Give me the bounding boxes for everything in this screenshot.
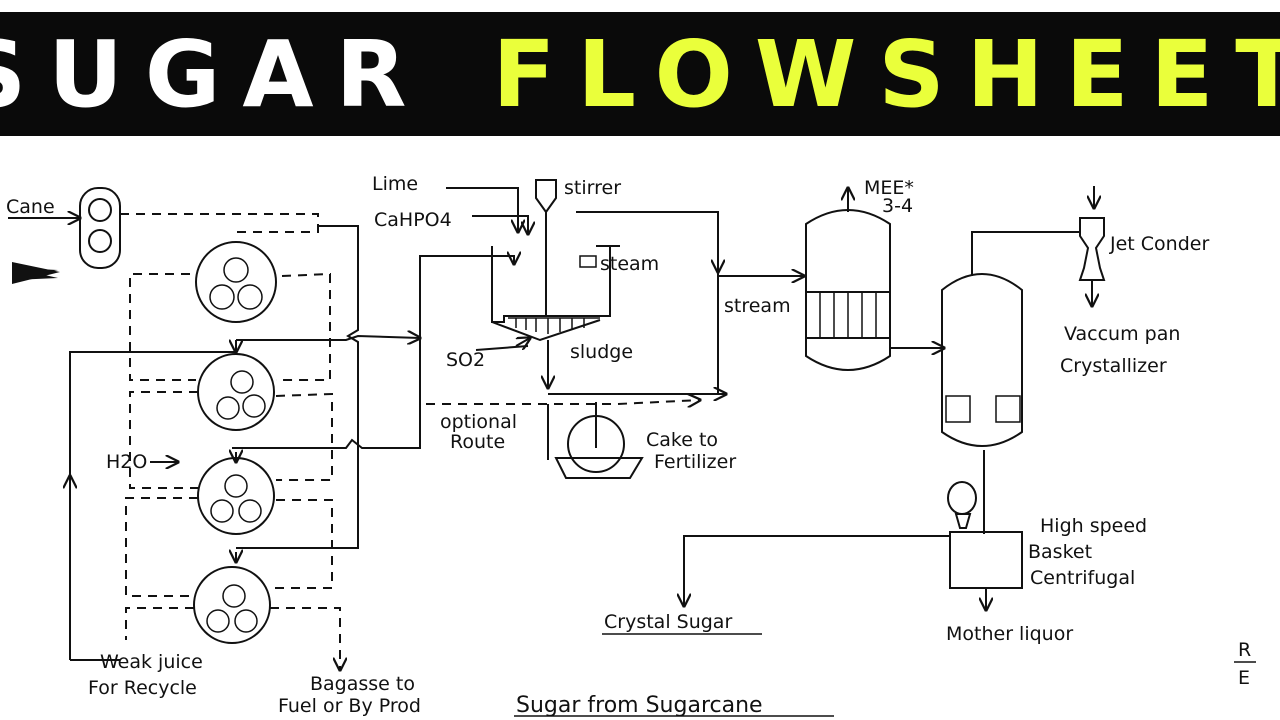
stream-label: stream: [724, 295, 791, 317]
title-word-flowsheet: FLOWSHEET: [492, 20, 1280, 128]
bagasse-label: Bagasse to: [310, 673, 415, 695]
stirrer-label: stirrer: [564, 177, 621, 199]
basket-centrifuge: High speed Basket Centrifugal Mother liq…: [602, 450, 1147, 645]
fertilizer-label: Fertilizer: [654, 451, 736, 473]
jet-condenser: Jet Conder Vaccum pan Crystallizer: [1060, 186, 1209, 377]
cake-label: Cake to: [646, 429, 718, 451]
crystal-sugar-label: Crystal Sugar: [604, 611, 732, 633]
mill-3: [197, 457, 275, 535]
mill-1: [195, 241, 277, 323]
sludge-label: sludge: [570, 341, 633, 363]
vacuum-pan: [941, 231, 1080, 447]
cane-crusher: [79, 187, 121, 269]
cane-label: Cane: [6, 196, 55, 218]
jet-condenser-label: Jet Conder: [1109, 233, 1209, 255]
rotary-filter: Cake to Fertilizer: [547, 402, 736, 479]
crystallizer-label: Crystallizer: [1060, 355, 1167, 377]
vacuum-pan-label: Vaccum pan: [1064, 323, 1180, 345]
mother-liquor-label: Mother liquor: [946, 623, 1073, 645]
cahpo4-label: CaHPO4: [374, 209, 452, 231]
recycle-label: For Recycle: [88, 677, 197, 699]
mee-count-label: 3-4: [882, 195, 913, 217]
centrifugal-label-3: Centrifugal: [1030, 567, 1135, 589]
mill-4: [193, 566, 271, 644]
bagasse-label-2: Fuel or By Prod: [278, 695, 421, 717]
route-label: Route: [450, 431, 505, 453]
caption: Sugar from Sugarcane: [516, 693, 763, 718]
lime-label: Lime: [372, 173, 418, 195]
clarifier: Lime CaHPO4 stirrer steam SO2 sludge str…: [372, 173, 804, 453]
cane-feed: Cane: [6, 196, 80, 284]
optional-label: optional: [440, 411, 517, 433]
multiple-effect-evaporator: MEE* 3-4: [805, 177, 944, 371]
juice-lines: [232, 225, 514, 562]
stirrer-icon: [535, 179, 557, 214]
centrifugal-label-2: Basket: [1028, 541, 1092, 563]
so2-label: SO2: [446, 349, 485, 371]
bagasse-paths: [120, 213, 340, 670]
mee-label: MEE*: [864, 177, 914, 199]
signature-r: R: [1238, 639, 1251, 661]
steam-label: steam: [600, 253, 659, 275]
big-arrow-icon: [12, 262, 60, 284]
title-banner: SUGAR FLOWSHEET: [0, 12, 1280, 136]
weak-juice-label: Weak juice: [100, 651, 203, 673]
title-word-sugar: SUGAR: [0, 20, 429, 128]
h2o-label: H2O: [106, 451, 147, 473]
centrifugal-label-1: High speed: [1040, 515, 1147, 537]
mill-2: [197, 353, 275, 431]
signature-e: E: [1238, 667, 1250, 689]
weak-juice-recycle: [70, 351, 236, 661]
